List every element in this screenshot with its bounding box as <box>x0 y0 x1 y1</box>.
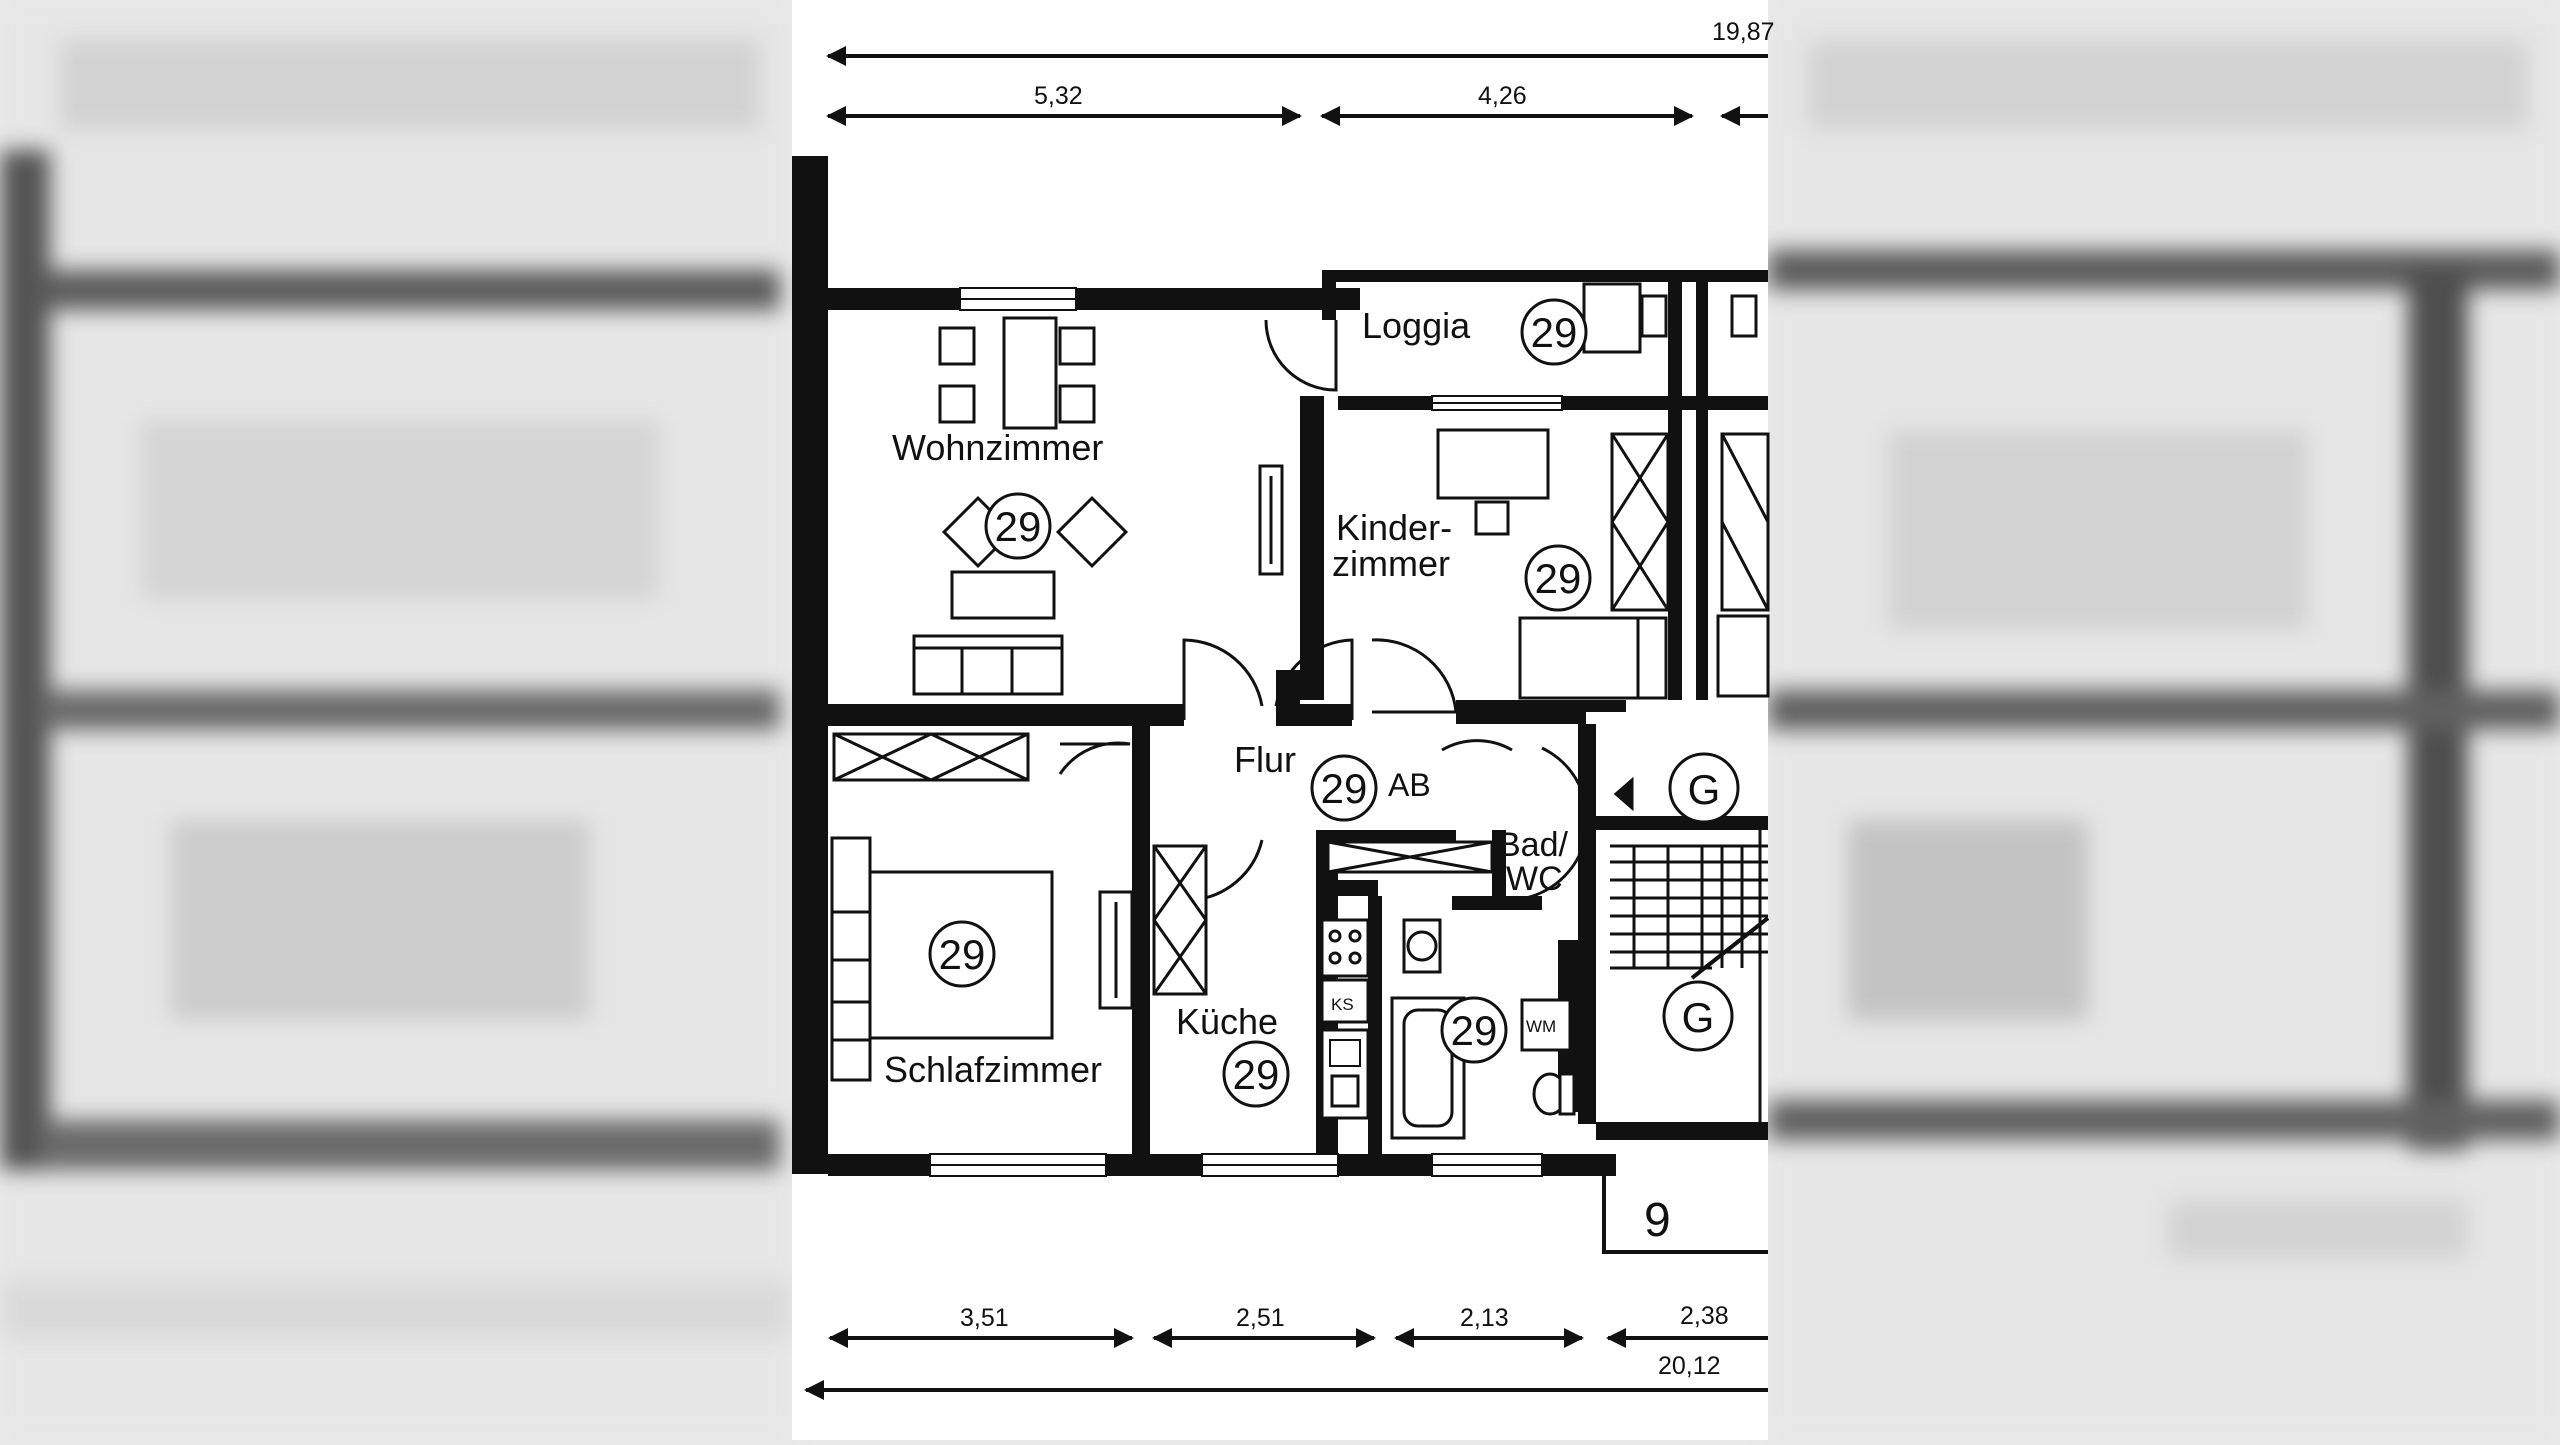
unit-number-bad: 29 <box>1451 1007 1498 1054</box>
room-label-kueche: Küche <box>1176 1001 1278 1042</box>
room-label-flur: Flur <box>1234 739 1296 780</box>
fridge <box>1320 978 1370 1024</box>
dining-table <box>1002 316 1058 430</box>
dimension-bottom-4: 2,38 <box>1680 1302 1729 1330</box>
dimension-bottom-total: 20,12 <box>1658 1352 1721 1380</box>
room-label-schlafzimmer: Schlafzimmer <box>884 1049 1102 1090</box>
unit-number-wohnzimmer: 29 <box>995 503 1042 550</box>
dimension-top-2: 4,26 <box>1478 82 1527 110</box>
windows <box>929 287 1563 1177</box>
room-label-loggia: Loggia <box>1362 305 1471 346</box>
unit-marker-loggia <box>1520 298 1588 366</box>
living-room-furniture <box>912 316 1284 696</box>
kitchen-furniture <box>1152 844 1370 1120</box>
room-label-flur-ab: AB <box>1388 767 1431 803</box>
bedroom-furniture <box>830 732 1134 1082</box>
room-label-bad-1: Bad/ <box>1498 826 1568 864</box>
room-label-wohnzimmer: Wohnzimmer <box>892 427 1103 468</box>
unit-marker-kinderzimmer <box>1524 544 1592 612</box>
dimension-top-total: 19,87 <box>1712 18 1775 46</box>
unit-number-flur: 29 <box>1321 765 1368 812</box>
unit-number-loggia: 29 <box>1531 309 1578 356</box>
washer-label: WM <box>1526 1017 1556 1036</box>
stair-marker-lower <box>1662 980 1734 1052</box>
unit-marker-schlafzimmer <box>928 920 996 988</box>
dimension-top-1: 5,32 <box>1034 82 1083 110</box>
fridge-label: KS <box>1331 995 1354 1014</box>
kids-room-furniture <box>1436 428 1770 700</box>
dimension-bottom-1: 3,51 <box>960 1304 1009 1332</box>
unit-number-kueche: 29 <box>1233 1051 1280 1098</box>
appliance-labels: KS WM <box>1331 995 1556 1036</box>
blurred-background-left <box>0 0 792 1440</box>
unit-number-schlafzimmer: 29 <box>939 931 986 978</box>
sofa <box>912 634 1064 696</box>
bathroom-furniture <box>1326 840 1576 1140</box>
stove <box>1320 918 1370 978</box>
unit-markers <box>928 298 1740 1108</box>
room-label-kinderzimmer-2: zimmer <box>1332 543 1450 584</box>
blurred-background-right <box>1768 0 2560 1440</box>
room-label-bad-2: WC <box>1506 860 1563 898</box>
stair-marker-upper <box>1668 752 1740 824</box>
unit-marker-flur <box>1310 754 1378 822</box>
washing-machine <box>1520 998 1572 1052</box>
unit-number-kinderzimmer: 29 <box>1535 555 1582 602</box>
unit-marker-bad <box>1440 996 1508 1064</box>
stair-label-lower: G <box>1682 994 1715 1041</box>
staircase <box>1610 776 1770 1122</box>
room-label-kinderzimmer-1: Kinder- <box>1336 507 1452 548</box>
coffee-table <box>950 570 1056 620</box>
room-labels: Loggia Wohnzimmer Kinder- zimmer Flur AB… <box>884 305 1568 1090</box>
building-number: 9 <box>1644 1194 1671 1247</box>
unit-marker-wohnzimmer <box>984 492 1052 560</box>
bottom-dimensions: 3,51 2,51 2,13 2,38 20,12 <box>804 1302 1768 1400</box>
unit-marker-kueche <box>1222 1040 1290 1108</box>
unit-marker-labels: 29 29 29 29 29 29 29 G G <box>939 309 1721 1098</box>
floor-plan: 19,87 5,32 4,26 <box>792 0 1775 1440</box>
dimension-bottom-2: 2,51 <box>1236 1304 1285 1332</box>
dimension-bottom-3: 2,13 <box>1460 1304 1509 1332</box>
stair-label-upper: G <box>1688 766 1721 813</box>
top-dimensions: 19,87 5,32 4,26 <box>826 18 1775 126</box>
